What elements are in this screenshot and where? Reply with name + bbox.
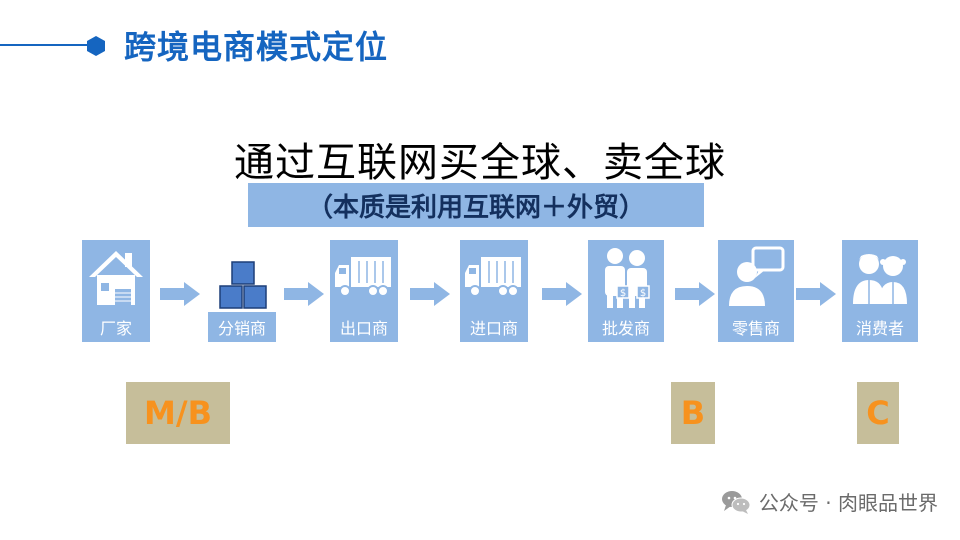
- headline: 通过互联网买全球、卖全球: [234, 140, 726, 186]
- flow-arrow-icon: [160, 282, 200, 306]
- flow-arrow-icon: [542, 282, 582, 306]
- flow-node-distributor: 分销商: [208, 240, 276, 342]
- flow-node-label: 厂家: [82, 312, 150, 342]
- tag-b: B: [671, 382, 715, 444]
- flow-node-importer: 进口商: [460, 240, 528, 342]
- flow-node-exporter: 出口商: [330, 240, 398, 342]
- tag-mb: M/B: [126, 382, 230, 444]
- flow-node-consumer: 消费者: [842, 240, 918, 342]
- flow-node-label: 分销商: [208, 312, 276, 342]
- boxes-icon: [219, 261, 267, 309]
- person-speech-icon: [729, 246, 785, 306]
- flow-node-label: 进口商: [460, 312, 528, 342]
- flow-node-label: 消费者: [842, 312, 918, 342]
- header-line: [0, 44, 88, 46]
- svg-text:$: $: [620, 288, 626, 299]
- flow-node-retailer: 零售商: [718, 240, 794, 342]
- flow-arrow-icon: [675, 282, 715, 306]
- svg-text:$: $: [640, 288, 646, 299]
- truck-icon: [335, 257, 391, 297]
- flow-arrow-icon: [284, 282, 324, 306]
- watermark: 公众号 · 肉眼品世界: [721, 487, 938, 516]
- consumers-icon: [853, 254, 907, 304]
- house-icon: [89, 251, 143, 305]
- flow-arrow-icon: [796, 282, 836, 306]
- watermark-text: 公众号 · 肉眼品世界: [758, 491, 938, 515]
- flow-node-manufacturer: 厂家: [82, 240, 150, 342]
- flow-node-label: 出口商: [330, 312, 398, 342]
- slide-title: 跨境电商模式定位: [124, 28, 389, 66]
- people-money-icon: $ $: [605, 248, 650, 308]
- wechat-icon: [721, 490, 751, 514]
- subheadline: （本质是利用互联网＋外贸）: [248, 183, 704, 227]
- title-bullet-icon: [87, 36, 105, 56]
- truck-icon: [465, 257, 521, 297]
- tag-c: C: [857, 382, 899, 444]
- flow-node-label: 批发商: [588, 312, 664, 342]
- flow-arrow-icon: [410, 282, 450, 306]
- flow-node-wholesaler: $ $ 批发商: [588, 240, 664, 342]
- flow-node-label: 零售商: [718, 312, 794, 342]
